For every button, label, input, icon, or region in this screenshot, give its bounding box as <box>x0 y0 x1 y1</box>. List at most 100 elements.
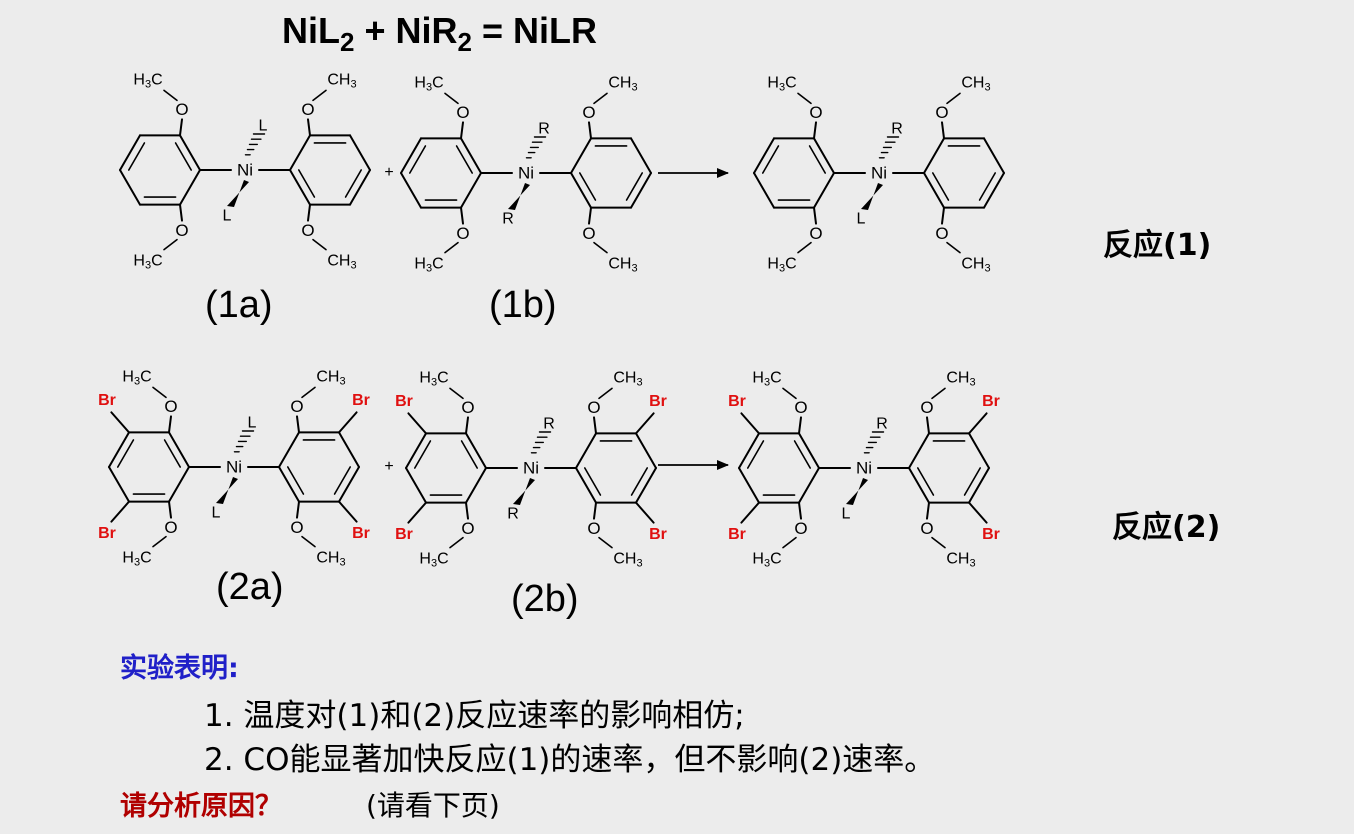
oxygen-atom: O <box>582 103 595 122</box>
bond <box>593 92 608 105</box>
bond <box>793 440 812 469</box>
bond <box>405 432 427 469</box>
nickel-atom: Ni <box>226 458 242 477</box>
bond <box>312 238 327 251</box>
bond <box>798 416 802 435</box>
bond <box>813 137 835 174</box>
oxygen-atom: O <box>935 103 948 122</box>
bond <box>119 169 141 206</box>
methyl-label: H3C <box>767 255 796 275</box>
methyl-label: CH3 <box>613 550 642 570</box>
bond <box>583 467 602 496</box>
oxygen-atom: O <box>809 103 822 122</box>
oxygen-atom: O <box>582 224 595 243</box>
bond <box>753 137 775 174</box>
bond <box>444 92 459 105</box>
bond <box>598 387 613 400</box>
reaction-schemes: OOH3CH3COOCH3CH3NiLLOOH3CH3COOCH3CH3NiRR… <box>98 71 1005 570</box>
methyl-label: CH3 <box>327 252 356 272</box>
plus-sign-2: + <box>384 458 393 475</box>
methyl-label: H3C <box>419 550 448 570</box>
ligand-label-top: R <box>538 121 550 138</box>
bond <box>455 145 474 174</box>
wedge-bond <box>846 478 868 505</box>
reaction-title: NiL2 + NiR2 = NiLR <box>282 10 597 57</box>
bond <box>738 467 760 504</box>
bromine-atom: Br <box>352 525 370 542</box>
nickel-atom: Ni <box>871 164 887 183</box>
bond <box>941 121 945 140</box>
methyl-label: H3C <box>414 255 443 275</box>
bond <box>746 440 765 469</box>
bond <box>297 169 316 198</box>
ligand-label-top: R <box>891 121 903 138</box>
nickel-atom: Ni <box>237 161 253 180</box>
oxygen-atom: O <box>461 519 474 538</box>
bond <box>289 134 311 171</box>
wedge-bond <box>227 180 249 207</box>
bond <box>289 169 311 206</box>
wedge-bond <box>513 478 535 505</box>
bond <box>179 203 183 222</box>
bond <box>813 172 835 209</box>
bromine-atom: Br <box>728 526 746 543</box>
oxygen-atom: O <box>290 397 303 416</box>
bond <box>400 137 422 174</box>
bond <box>449 387 464 400</box>
ligand-label-bottom: L <box>857 211 866 228</box>
bond <box>926 416 930 435</box>
bond <box>400 172 422 209</box>
bond <box>588 121 592 140</box>
observation-2: 2. CO能显著加快反应(1)的速率，但不影响(2)速率。 <box>204 742 936 778</box>
bond <box>782 536 797 549</box>
bond <box>349 169 371 206</box>
wedge-bond <box>216 477 238 504</box>
oxygen-atom: O <box>456 103 469 122</box>
bond <box>926 501 930 520</box>
methyl-label: CH3 <box>608 74 637 94</box>
bond <box>575 432 597 469</box>
experiment-heading: 实验表明: <box>120 653 239 684</box>
bond <box>946 92 961 105</box>
methyl-label: H3C <box>133 71 162 91</box>
bond <box>916 467 935 496</box>
bond <box>978 172 997 201</box>
methyl-label: H3C <box>419 369 448 389</box>
bond <box>797 92 812 105</box>
bond <box>808 145 827 174</box>
bond <box>941 206 945 225</box>
bond <box>931 387 946 400</box>
bond <box>278 431 300 468</box>
ligand-label-top: R <box>543 416 555 433</box>
bond <box>168 431 190 468</box>
bond <box>968 412 988 435</box>
methyl-label: CH3 <box>946 550 975 570</box>
bromine-atom: Br <box>395 393 413 410</box>
bond <box>460 206 464 225</box>
bond <box>465 432 487 469</box>
bond <box>738 432 760 469</box>
methyl-label: CH3 <box>327 71 356 91</box>
methyl-label: H3C <box>767 74 796 94</box>
bond <box>635 412 655 435</box>
plus-sign-1: + <box>384 164 393 181</box>
bond <box>782 387 797 400</box>
bond <box>460 137 482 174</box>
bond <box>301 535 316 548</box>
oxygen-atom: O <box>290 518 303 537</box>
bond <box>983 172 1005 209</box>
bond <box>968 501 988 524</box>
nickel-atom: Ni <box>856 459 872 478</box>
bond <box>761 145 780 174</box>
bond <box>923 172 945 209</box>
methyl-label: H3C <box>414 74 443 94</box>
bond <box>575 467 597 504</box>
bond <box>570 137 592 174</box>
nickel-atom: Ni <box>518 164 534 183</box>
ligand-label-top: L <box>248 415 257 432</box>
bond <box>465 467 487 504</box>
bond <box>179 134 201 171</box>
bond <box>338 411 358 434</box>
